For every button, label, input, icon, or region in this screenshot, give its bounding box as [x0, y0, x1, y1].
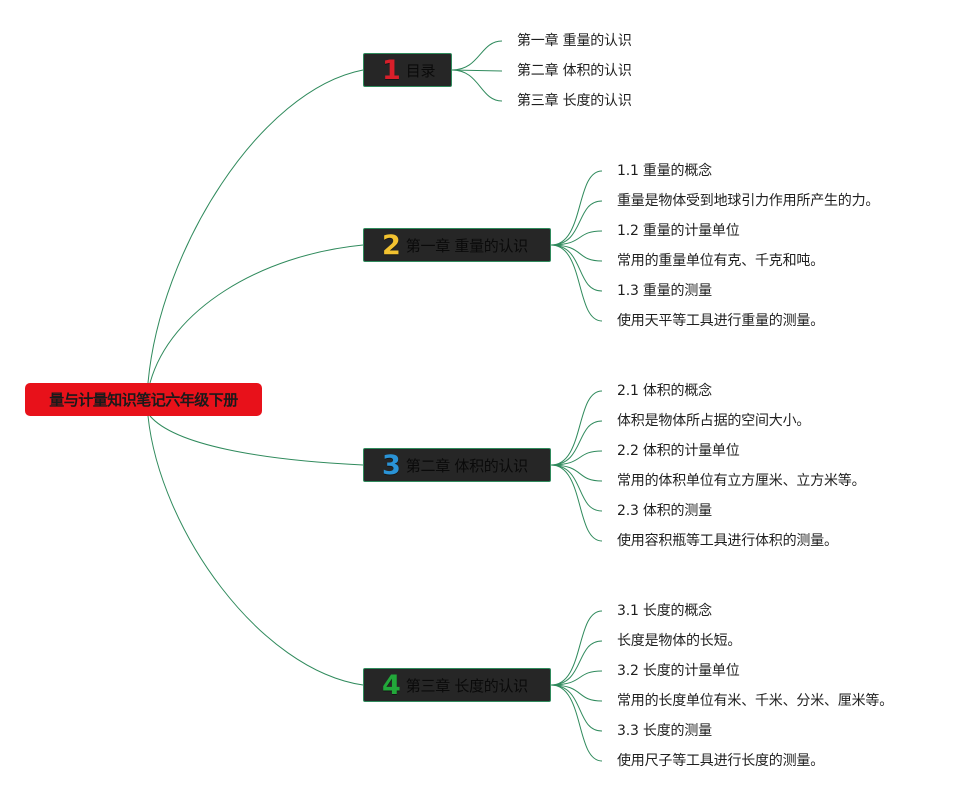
subtopic-item[interactable]: 3.3 长度的测量	[617, 723, 712, 739]
number-1-icon: 1	[382, 54, 401, 86]
subtopic-item[interactable]: 2.3 体积的测量	[617, 503, 712, 519]
subtopic-item[interactable]: 长度是物体的长短。	[617, 633, 742, 649]
number-3-icon: 3	[382, 449, 401, 481]
subtopic-item[interactable]: 3.1 长度的概念	[617, 603, 712, 619]
connector-root-branch-4	[147, 415, 364, 686]
branch-topic-2[interactable]: 2 第一章 重量的认识	[363, 228, 551, 262]
subtopic-item[interactable]: 使用容积瓶等工具进行体积的测量。	[617, 533, 838, 549]
subtopic-item[interactable]: 重量是物体受到地球引力作用所产生的力。	[617, 193, 880, 209]
subtopic-item[interactable]: 体积是物体所占据的空间大小。	[617, 413, 811, 429]
subtopic-item[interactable]: 1.3 重量的测量	[617, 283, 712, 299]
connector-root-branch-2	[149, 244, 364, 384]
subtopic-item[interactable]: 常用的长度单位有米、千米、分米、厘米等。	[617, 693, 893, 709]
connectors-branch-1	[451, 40, 503, 102]
subtopic-item[interactable]: 使用尺子等工具进行长度的测量。	[617, 753, 824, 769]
number-4-icon: 4	[382, 669, 401, 701]
branch-topic-label: 第三章 长度的认识	[405, 676, 528, 695]
root-topic[interactable]: 量与计量知识笔记六年级下册	[25, 383, 262, 416]
connectors-branch-2	[550, 170, 603, 322]
subtopic-item[interactable]: 3.2 长度的计量单位	[617, 663, 740, 679]
subtopic-item[interactable]: 第三章 长度的认识	[517, 93, 632, 109]
subtopic-item[interactable]: 1.1 重量的概念	[617, 163, 712, 179]
connector-root-branch-3	[149, 415, 364, 466]
number-2-icon: 2	[382, 229, 401, 261]
subtopic-item[interactable]: 常用的体积单位有立方厘米、立方米等。	[617, 473, 866, 489]
branch-topic-3[interactable]: 3 第二章 体积的认识	[363, 448, 551, 482]
subtopic-item[interactable]: 使用天平等工具进行重量的测量。	[617, 313, 824, 329]
branch-topic-4[interactable]: 4 第三章 长度的认识	[363, 668, 551, 702]
connectors-branch-4	[550, 610, 603, 762]
subtopic-item[interactable]: 1.2 重量的计量单位	[617, 223, 740, 239]
subtopic-item[interactable]: 常用的重量单位有克、千克和吨。	[617, 253, 824, 269]
root-topic-label: 量与计量知识笔记六年级下册	[49, 391, 238, 409]
subtopic-item[interactable]: 第一章 重量的认识	[517, 33, 632, 49]
subtopic-item[interactable]: 2.2 体积的计量单位	[617, 443, 740, 459]
branch-topic-label: 目录	[405, 61, 436, 80]
connector-root-branch-1	[147, 69, 364, 384]
connectors-branch-3	[550, 390, 603, 542]
branch-topic-1[interactable]: 1 目录	[363, 53, 452, 87]
branch-topic-label: 第二章 体积的认识	[405, 456, 528, 475]
subtopic-item[interactable]: 2.1 体积的概念	[617, 383, 712, 399]
branch-topic-label: 第一章 重量的认识	[405, 236, 528, 255]
subtopic-item[interactable]: 第二章 体积的认识	[517, 63, 632, 79]
